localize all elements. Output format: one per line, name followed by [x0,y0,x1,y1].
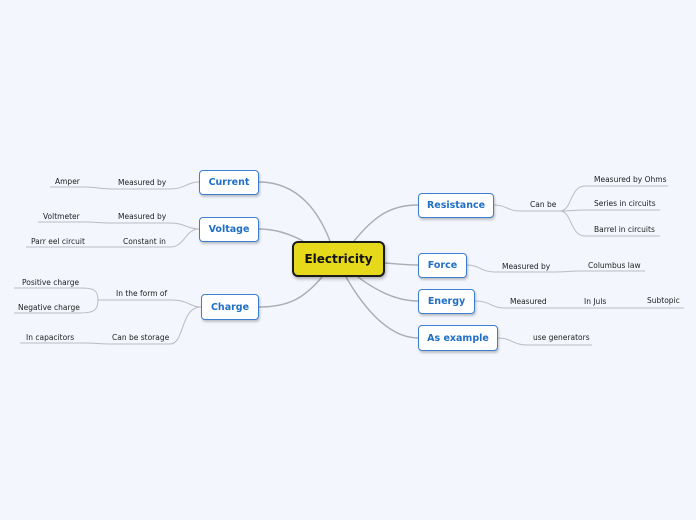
connector-canbe-series [559,209,660,212]
connector-canbe-ohms [559,185,668,212]
subtopic-constant-in[interactable]: Constant in [123,237,166,246]
connector-root-current [258,181,331,242]
subtopic-in-capacitors[interactable]: In capacitors [26,333,75,342]
connector-root-as-example [345,276,419,339]
subtopic-series-in-circuits[interactable]: Series in circuits [594,199,656,208]
subtopic-measured-by-ohms[interactable]: Measured by Ohms [594,175,667,184]
connector-form-negative [14,299,99,314]
connector-root-voltage [258,228,304,242]
connector-voltage-constant [116,228,200,248]
connector-voltage-measured [112,222,200,230]
connector-measured-amper [50,186,113,190]
subtopic-in-juls[interactable]: In Juls [584,297,607,306]
connector-example-generators [497,337,592,346]
subtopic-negative-charge[interactable]: Negative charge [18,303,80,312]
connector-root-energy [357,276,419,302]
connector-energy-measured [474,300,550,309]
subtopic-voltage-measured-by[interactable]: Measured by [118,212,167,221]
subtopic-can-be[interactable]: Can be [530,200,557,209]
connector-canbe-barrel [559,210,660,237]
connector-force-measured [466,264,552,273]
subtopic-parr-eel-circuit[interactable]: Parr eel circuit [31,237,85,246]
topic-force[interactable]: Force [418,253,467,278]
subtopic-amper[interactable]: Amper [55,177,80,186]
connector-charge-storage [112,306,202,345]
connector-resistance-canbe [493,204,560,212]
subtopic-current-measured-by[interactable]: Measured by [118,178,167,187]
subtopic-in-the-form-of[interactable]: In the form of [116,289,168,298]
subtopic-use-generators[interactable]: use generators [533,333,590,342]
subtopic-subtopic[interactable]: Subtopic [647,296,680,305]
subtopic-positive-charge[interactable]: Positive charge [22,278,80,287]
topic-resistance[interactable]: Resistance [418,193,494,218]
connector-storage-capacitors [20,342,113,345]
connector-current-measured [112,181,200,190]
connector-root-resistance [353,204,419,242]
connector-measured-voltmeter [38,221,113,224]
subtopic-force-measured-by[interactable]: Measured by [502,262,551,271]
connector-charge-form [98,299,202,308]
root-node-electricity[interactable]: Electricity [292,241,385,277]
topic-current[interactable]: Current [199,170,259,195]
subtopic-can-be-storage[interactable]: Can be storage [112,333,170,342]
topic-voltage[interactable]: Voltage [199,217,259,242]
subtopic-columbus-law[interactable]: Columbus law [588,261,641,270]
topic-energy[interactable]: Energy [418,289,475,314]
connector-root-force [384,262,419,266]
connector-form-positive [14,287,99,301]
subtopic-barrel-in-circuits[interactable]: Barrel in circuits [594,225,655,234]
topic-as-example[interactable]: As example [418,325,498,351]
connector-root-charge [258,276,323,308]
subtopic-voltmeter[interactable]: Voltmeter [43,212,80,221]
connector-measured-columbus [551,270,645,273]
subtopic-energy-measured[interactable]: Measured [510,297,547,306]
topic-charge[interactable]: Charge [201,294,259,320]
